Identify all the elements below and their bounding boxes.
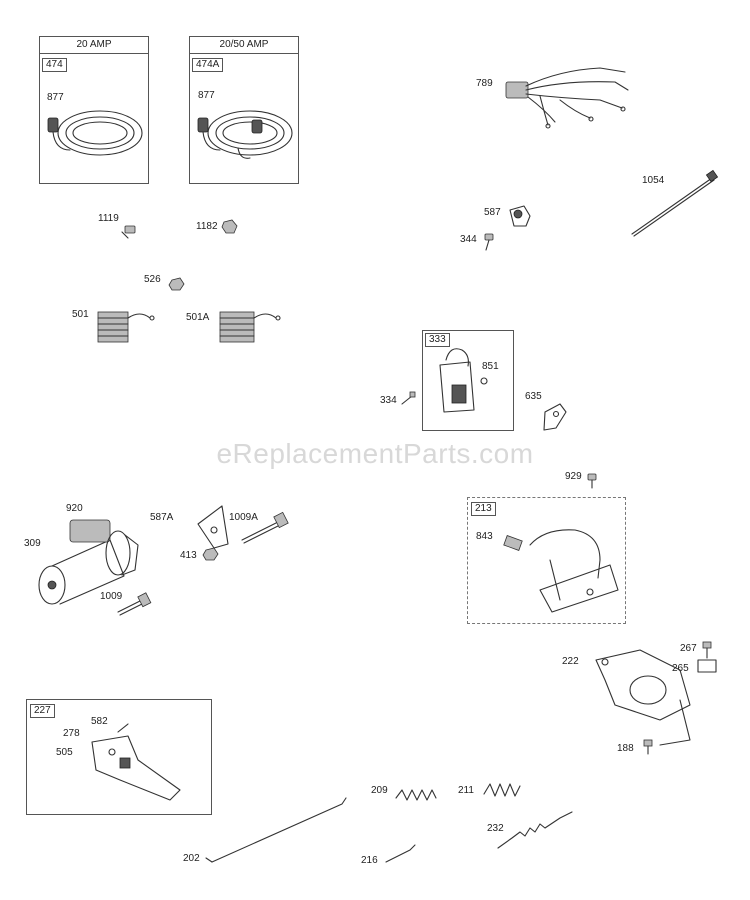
label-1009a: 1009A (229, 512, 258, 523)
clip-265 (697, 659, 717, 673)
bracket-587a (197, 505, 229, 549)
link-rod-202 (205, 797, 347, 863)
label-211: 211 (458, 785, 474, 796)
screw-334 (401, 391, 416, 405)
label-501a: 501A (186, 312, 210, 323)
bolt-1009a (241, 511, 289, 544)
label-1119: 1119 (98, 213, 119, 224)
label-877-left: 877 (47, 92, 64, 103)
screw-929 (587, 473, 597, 489)
label-202: 202 (183, 853, 200, 864)
wire-tie (631, 169, 719, 237)
label-929: 929 (565, 471, 582, 482)
label-309: 309 (24, 538, 41, 549)
label-587a: 587A (150, 512, 174, 523)
label-209: 209 (371, 785, 388, 796)
label-334: 334 (380, 395, 397, 406)
label-1182: 1182 (196, 221, 218, 232)
box-474a-tag: 474A (192, 58, 224, 72)
box-474a: 20/50 AMP 474A (189, 36, 299, 184)
label-582: 582 (91, 716, 108, 727)
label-635: 635 (525, 391, 542, 402)
screw-188 (643, 739, 653, 755)
box-227-tag: 227 (30, 704, 55, 718)
box-213-tag: 213 (471, 502, 496, 516)
nut-413 (202, 547, 219, 561)
box-227: 227 (26, 699, 212, 815)
label-267: 267 (680, 643, 697, 654)
box-333-tag: 333 (425, 333, 450, 347)
spring-232 (497, 811, 573, 849)
box-213: 213 (467, 497, 626, 624)
box-474-tag: 474 (42, 58, 67, 72)
label-1009: 1009 (100, 591, 123, 602)
box-333: 333 (422, 330, 514, 431)
label-1054: 1054 (642, 175, 665, 186)
screw-344 (484, 233, 494, 251)
label-587: 587 (484, 207, 501, 218)
control-bracket-213 (503, 529, 619, 613)
label-851: 851 (482, 361, 499, 372)
label-222: 222 (562, 656, 579, 667)
spring-209 (395, 789, 437, 801)
label-505: 505 (56, 747, 73, 758)
label-789: 789 (476, 78, 493, 89)
governor-control-222 (595, 649, 691, 746)
control-bracket-227 (91, 723, 181, 801)
label-278: 278 (63, 728, 80, 739)
wire-harness (505, 67, 629, 129)
screw-1119 (121, 225, 136, 239)
box-474-header: 20 AMP (40, 37, 148, 54)
link-216 (385, 844, 416, 863)
rectifier-501 (97, 311, 155, 343)
screw-267 (702, 641, 712, 659)
nut-1182 (221, 219, 238, 234)
spring-211 (483, 783, 521, 797)
label-413: 413 (180, 550, 197, 561)
label-265: 265 (672, 663, 689, 674)
label-501: 501 (72, 309, 89, 320)
box-474: 20 AMP 474 (39, 36, 149, 184)
box-474a-header: 20/50 AMP (190, 37, 298, 54)
bolt-1009 (117, 592, 152, 616)
nut-526 (168, 277, 185, 291)
label-188: 188 (617, 743, 634, 754)
ignition-armature (439, 348, 488, 413)
bracket-587 (509, 205, 531, 227)
rectifier-501a (219, 311, 281, 343)
label-843: 843 (476, 531, 493, 542)
label-877-right: 877 (198, 90, 215, 101)
label-920: 920 (66, 503, 83, 514)
clip-635 (543, 403, 567, 431)
label-216: 216 (361, 855, 378, 866)
watermark: eReplacementParts.com (216, 438, 534, 469)
starter-motor (38, 519, 139, 605)
label-344: 344 (460, 234, 477, 245)
label-232: 232 (487, 823, 504, 834)
alternator-coil-20amp (47, 110, 143, 156)
alternator-coil-2050amp (197, 110, 293, 159)
label-526: 526 (144, 274, 161, 285)
